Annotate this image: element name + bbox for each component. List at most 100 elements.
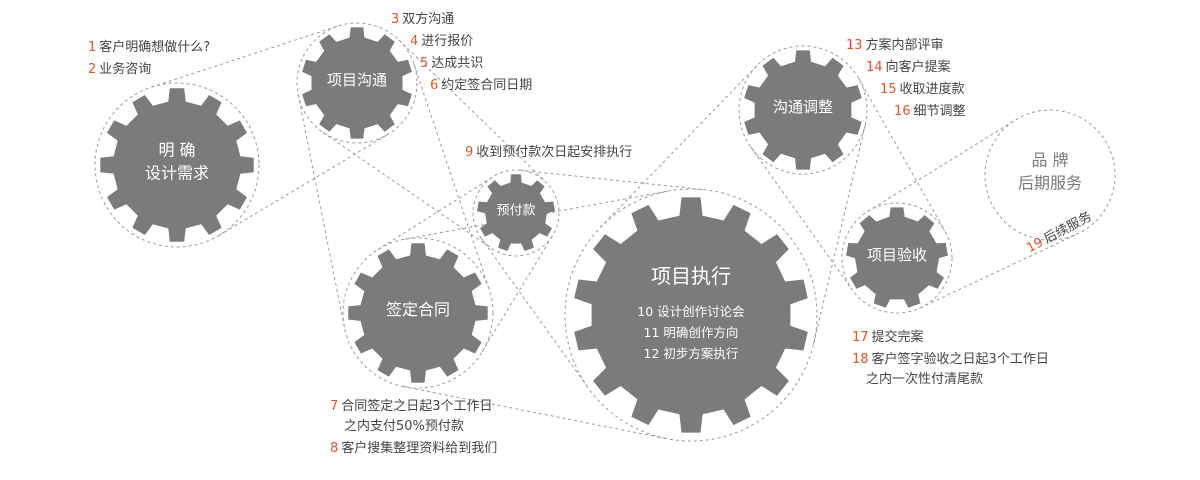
gear-label: 项目执行	[651, 264, 731, 288]
gear-label: 品 牌	[1031, 150, 1068, 169]
dashed-circle	[984, 109, 1116, 241]
connector-line	[600, 65, 758, 228]
connector-line	[218, 134, 389, 236]
note-number: 8	[330, 441, 339, 456]
connector-line	[867, 119, 1017, 212]
dashed-circle	[342, 237, 494, 389]
note-number: 1	[88, 40, 97, 55]
gear-shape	[302, 27, 412, 139]
gear-tiaozheng: 沟通调整	[744, 50, 862, 170]
note-text: 细节调整	[913, 104, 966, 119]
note-number: 4	[410, 34, 419, 49]
connector-line	[920, 233, 1078, 309]
gear-label: 预付款	[496, 204, 535, 219]
note-text: 进行报价	[421, 34, 474, 49]
note-text: 客户明确想做什么?	[99, 40, 211, 55]
gear-shape	[477, 174, 555, 251]
gear-yufukuan: 预付款	[477, 174, 555, 251]
dashed-circle	[472, 169, 560, 257]
note-text: 收到预付款次日起安排执行	[476, 145, 633, 160]
dashed-circle	[564, 188, 818, 442]
note-number: 15	[880, 82, 897, 97]
dashed-circle	[296, 22, 418, 144]
note-number: 13	[846, 38, 863, 53]
connector-line	[481, 235, 554, 353]
note-text: 达成共识	[431, 56, 484, 71]
gear-label: 明 确	[158, 140, 195, 159]
note-text: 合同签定之日起3个工作日	[341, 399, 493, 414]
gear-qianding: 签定合同	[348, 243, 488, 383]
note-number: 7	[330, 399, 339, 414]
gear-label: 项目沟通	[327, 71, 387, 89]
note-text-continued: 之内一次性付清尾款	[866, 372, 984, 387]
note-number: 5	[420, 56, 429, 71]
gear-outline-circles	[94, 22, 1116, 442]
gear-label: 设计需求	[145, 164, 209, 183]
gear-sub-label: 11 明确创作方向	[644, 325, 739, 340]
connector-line	[151, 25, 339, 88]
dashed-circle	[841, 202, 953, 314]
note-text: 业务咨询	[99, 62, 152, 77]
gear-shape	[348, 243, 488, 383]
gear-label: 签定合同	[386, 300, 450, 319]
gear-label: 项目验收	[867, 246, 927, 264]
gear-sub-label: 12 初步方案执行	[644, 346, 739, 361]
gear-shape	[574, 197, 808, 433]
note-text: 方案内部评审	[865, 38, 944, 53]
gear-shape	[846, 207, 948, 308]
gear-goutong: 项目沟通	[302, 27, 412, 139]
note-text: 双方沟通	[402, 12, 455, 27]
note-text: 收取进度款	[899, 82, 965, 97]
gear-label: 沟通调整	[773, 98, 833, 116]
note-number: 17	[852, 330, 869, 345]
gear-shape	[744, 50, 862, 170]
note-number: 2	[88, 62, 97, 77]
gear-label: 后期服务	[1018, 174, 1082, 193]
gear-yanshou: 项目验收	[846, 207, 948, 308]
note-text: 客户搜集整理资料给到我们	[341, 441, 498, 456]
gear-sub-label: 10 设计创作讨论会	[637, 304, 745, 319]
note-number: 3	[391, 12, 400, 27]
note-number: 16	[894, 104, 911, 119]
note-text: 客户签字验收之日起3个工作日	[871, 352, 1049, 367]
connector-line	[322, 132, 492, 249]
connector-line	[403, 386, 667, 440]
connector-line	[520, 169, 705, 191]
connector-line	[813, 124, 866, 345]
note-number: 14	[866, 60, 883, 75]
connector-lines	[151, 25, 1078, 440]
connector-line	[750, 146, 853, 291]
connector-line	[377, 176, 494, 251]
dashed-circle	[738, 45, 868, 175]
note-text: 向客户提案	[885, 60, 951, 75]
note-number: 9	[465, 145, 474, 160]
note-number: 6	[430, 78, 439, 93]
note-text: 约定签合同日期	[441, 78, 533, 93]
note-number: 18	[852, 352, 869, 367]
connector-line	[858, 78, 946, 232]
connector-line	[398, 39, 547, 183]
connector-line	[480, 237, 589, 389]
connector-line	[297, 94, 345, 328]
gear-zhixing: 项目执行 10 设计创作讨论会 11 明确创作方向 12 初步方案执行	[574, 197, 808, 433]
gear-shape	[100, 88, 254, 242]
